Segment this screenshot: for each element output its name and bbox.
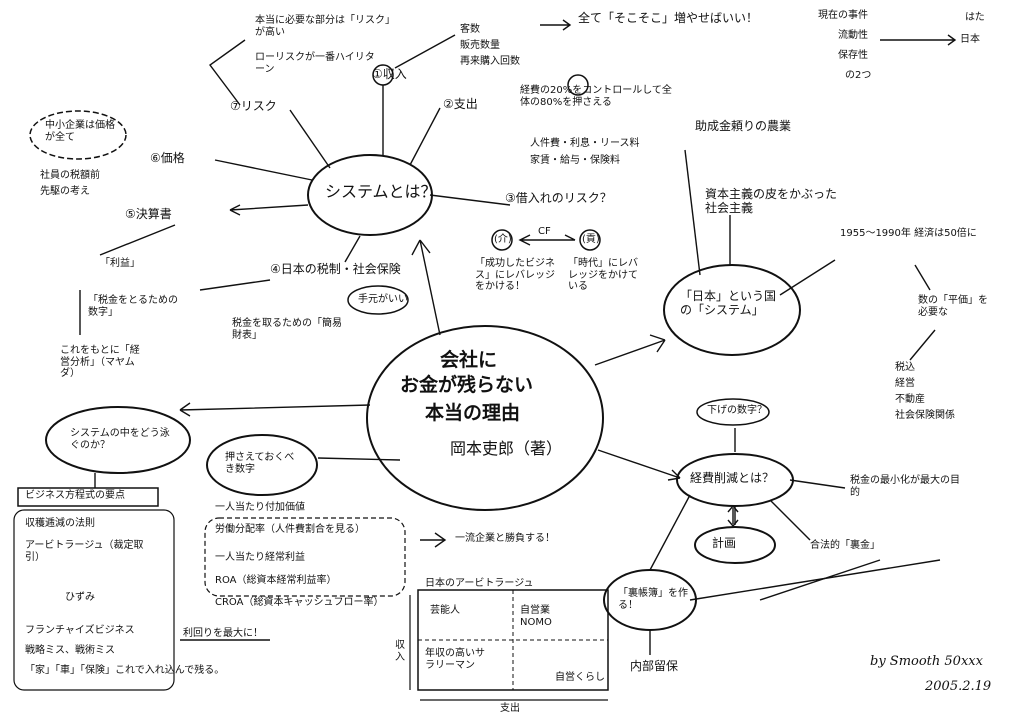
matrix-ylabel: 収入: [395, 640, 407, 663]
plan-label: 計画: [712, 537, 736, 551]
top-right-2: 流動性: [838, 30, 868, 42]
topic-1-label: ①収入: [372, 68, 407, 82]
topic-4-label: ④日本の税制・社会保険: [270, 263, 401, 277]
topic-1-note: 全て「そこそこ」増やせばいい！: [578, 12, 758, 26]
numbers-item-5: CROA（総資本キャッシュフロー率）: [215, 597, 383, 609]
topic-1-item-3: 再来購入回数: [460, 56, 520, 68]
matrix-cell-1: 芸能人: [430, 605, 460, 617]
question-label: 下げの数字？: [707, 405, 767, 417]
numbers-item-2: 労働分配率（人件費割合を見る）: [215, 524, 365, 536]
left-item-4: フランチャイズビジネス: [25, 625, 135, 637]
numbers-item-1: 一人当たり付加価値: [215, 502, 305, 514]
topic-1-item-2: 販売数量: [460, 40, 500, 52]
socialism-label: 資本主義の皮をかぶった社会主義: [705, 188, 845, 216]
topic-5-item-2: 「税金をとるための数字」: [88, 295, 183, 318]
topic-1-item-1: 客数: [460, 24, 480, 36]
right-list-2: 経営: [895, 378, 915, 390]
top-right-note2: 日本: [960, 34, 980, 46]
signature-by: by Smooth 50xxx: [870, 655, 983, 670]
center-title-line-2: お金が残らない: [400, 375, 533, 397]
right-list-4: 社会保険関係: [895, 410, 955, 422]
topic-5-item-3: これをもとに「経営分析」（マヤムダ）: [60, 345, 145, 380]
left-item-3: ひずみ: [65, 592, 95, 604]
topic-4-note: 手元がいい: [358, 294, 408, 306]
topic-2-item-3: 家賃・給与・保険料: [530, 155, 620, 167]
right-list-3: 不動産: [895, 394, 925, 406]
numbers-item-4: ROA（総資本経常利益率）: [215, 575, 336, 587]
topic-6-item-2: 社員の税額前: [40, 170, 100, 182]
matrix-xlabel: 支出: [500, 703, 520, 715]
right-list-1: 税込: [895, 362, 915, 374]
topic-5-label: ⑤決算書: [125, 208, 172, 222]
cost-cut-label: 経費削減とは？: [690, 472, 774, 486]
topic-5-item-1: 「利益」: [100, 258, 140, 270]
signature-date: 2005.2.19: [925, 680, 991, 695]
profit-label: 利回りを最大に！: [183, 628, 263, 640]
topic-6-item-3: 先駆の考え: [40, 186, 90, 198]
topic-3-right-note: 「時代」にレバレッジをかけている: [568, 258, 643, 293]
center-title-line-1: 会社に: [440, 350, 497, 372]
topic-3-left-note: 「成功したビジネス」にレバレッジをかける！: [475, 258, 555, 293]
swim-label: システムの中をどう泳ぐのか？: [70, 428, 170, 451]
connectors: [80, 20, 955, 655]
matrix-cell-4: 自営くらし: [555, 672, 605, 684]
center-title-line-3: 本当の理由: [425, 403, 520, 425]
topic-2-label: ②支出: [443, 98, 478, 112]
matrix-cell-3: 年収の高いサラリーマン: [425, 648, 485, 671]
top-right-3: 保存性: [838, 50, 868, 62]
topic-3-cf: CF: [538, 226, 551, 238]
top-right-4: の2つ: [845, 70, 871, 82]
topic-2-item-1: 経費の20%をコントロールして全体の80%を押さえる: [520, 85, 680, 108]
secret-label: 「裏帳簿」を作る！: [618, 588, 688, 611]
japan-system-label: 「日本」という国の「システム」: [680, 290, 785, 318]
topic-2-item-2: 人件費・利息・リース料: [530, 138, 640, 150]
topic-7-item-2: ローリスクが一番ハイリターン: [255, 52, 375, 75]
left-item-5: 戦略ミス、戦術ミス: [25, 645, 115, 657]
minimize-label: 税金の最小化が最大の目的: [850, 475, 960, 498]
business-box-label: ビジネス方程式の要点: [25, 490, 125, 502]
history-label: 1955〜1990年 経済は50倍に: [840, 228, 990, 240]
numbers-label: 数の「平価」を必要な: [918, 295, 993, 318]
left-item-6: 「家」「車」「保険」これで入れ込んで残る。: [25, 665, 224, 677]
numbers-arrow-note: 一流企業と勝負する！: [455, 533, 555, 545]
top-right-note: はた: [965, 12, 985, 24]
topic-6-label: ⑥価格: [150, 152, 185, 166]
subsidy-label: 助成金頼りの農業: [695, 120, 791, 134]
left-item-1: 収穫逓減の法則: [25, 518, 95, 530]
topic-6-item-1: 中小企業は価格が全て: [45, 120, 115, 143]
matrix-cell-2: 自営業NOMO: [520, 605, 570, 628]
topic-4-item-1: 税金を取るための「簡易財表」: [232, 318, 342, 341]
topic-3-left-circle: (介): [494, 234, 512, 246]
center-author: 岡本吏郎（著）: [450, 440, 562, 458]
system-node-label: システムとは？: [325, 183, 437, 201]
legal-label: 合法的「裏金」: [810, 540, 880, 552]
topic-3-right-circle: (貢): [582, 234, 600, 246]
left-item-2: アービトラージュ（裁定取引）: [25, 540, 155, 563]
top-right-1: 現在の事件: [818, 10, 868, 22]
topic-7-label: ⑦リスク: [230, 100, 277, 114]
topic-7-item-1: 本当に必要な部分は「リスク」が高い: [255, 15, 395, 38]
matrix-title: 日本のアービトラージュ: [425, 578, 534, 590]
topic-3-label: ③借入れのリスク？: [505, 192, 612, 206]
numbers-item-3: 一人当たり経常利益: [215, 552, 305, 564]
reserve-label: 内部留保: [630, 660, 678, 674]
numbers-title: 押さえておくべき数字: [225, 452, 300, 475]
